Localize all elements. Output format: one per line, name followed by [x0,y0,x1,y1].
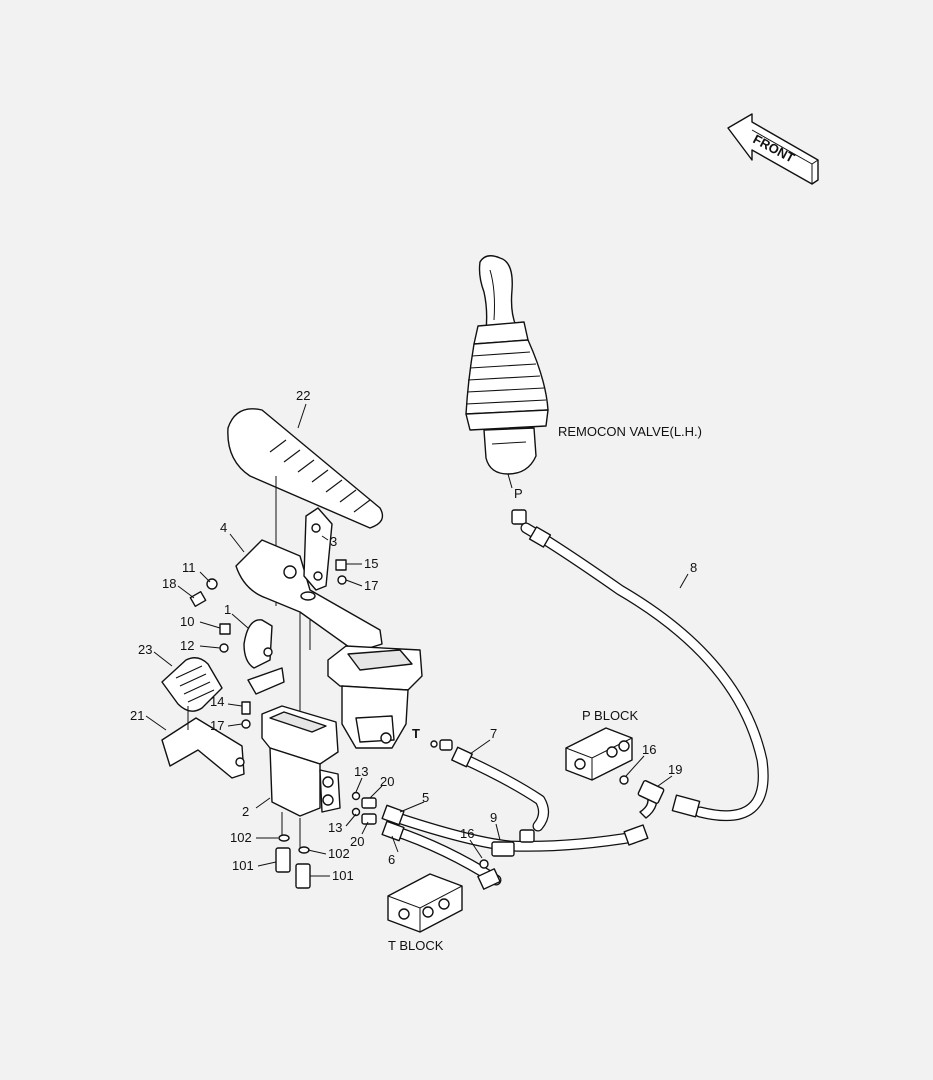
callout-19: 19 [668,762,682,777]
callout-2: 2 [242,804,249,819]
callout-15: 15 [364,556,378,571]
callout-101-right: 101 [332,868,354,883]
callout-21: 21 [130,708,144,723]
callout-12: 12 [180,638,194,653]
pedal-23 [161,657,223,712]
hardware [189,559,453,889]
callout-16-left: 16 [460,826,474,841]
front-arrow: FRONT [727,113,819,185]
callout-16-right: 16 [642,742,656,757]
fitting-9 [479,829,535,869]
fitting-19 [619,775,665,804]
callout-9: 9 [490,810,497,825]
p-block: P BLOCK [565,708,638,781]
callout-22: 22 [296,388,310,403]
callout-20-bottom: 20 [350,834,364,849]
callout-5: 5 [422,790,429,805]
callout-10: 10 [180,614,194,629]
remocon-valve-label: REMOCON VALVE(L.H.) [558,424,702,439]
callout-102-left: 102 [230,830,252,845]
hose-7 [451,746,549,832]
port-t-label: T [412,726,420,741]
t-block: T BLOCK [387,868,501,953]
hose-8 [520,522,769,822]
callout-4: 4 [220,520,227,535]
handle-1 [243,619,285,695]
callout-14: 14 [210,694,224,709]
port-p-label: P [514,486,523,501]
pedal-22 [227,408,384,606]
callout-20-top: 20 [380,774,394,789]
callout-13-top: 13 [354,764,368,779]
callout-13-bottom: 13 [328,820,342,835]
callout-1: 1 [224,602,231,617]
callout-18: 18 [162,576,176,591]
callout-17-top: 17 [364,578,378,593]
callout-numbers: 22 4 3 11 15 18 17 1 10 12 23 14 17 21 2… [130,388,697,883]
bracket-4 [235,539,383,740]
callout-7: 7 [490,726,497,741]
callout-23: 23 [138,642,152,657]
callout-3: 3 [330,534,337,549]
callout-17-bottom: 17 [210,718,224,733]
bracket-21 [161,706,245,779]
callout-11: 11 [182,560,196,575]
pilot-valve-2 [261,705,341,850]
t-block-label: T BLOCK [388,938,444,953]
callout-6: 6 [388,852,395,867]
p-block-label: P BLOCK [582,708,638,723]
callout-102-right: 102 [328,846,350,861]
callout-101-left: 101 [232,858,254,873]
remocon-valve-joystick: P REMOCON VALVE(L.H.) [465,255,702,525]
pilot-valve-upper: T [327,645,423,749]
leader-lines [145,403,689,877]
plate-3 [303,507,333,591]
callout-8: 8 [690,560,697,575]
